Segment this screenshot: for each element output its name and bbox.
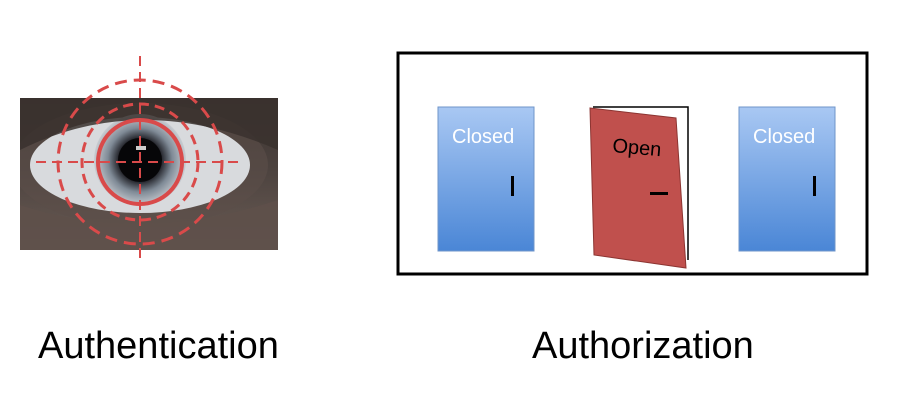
authentication-caption: Authentication bbox=[38, 325, 279, 367]
reticle bbox=[36, 56, 244, 262]
closed-door-left: Closed bbox=[437, 106, 535, 252]
open-door: Open bbox=[589, 106, 689, 269]
door-label-left: Closed bbox=[452, 126, 514, 148]
door-frame-open bbox=[593, 106, 689, 260]
door-label-right: Closed bbox=[753, 126, 815, 148]
authorization-caption: Authorization bbox=[532, 325, 754, 367]
door-label-open: Open bbox=[612, 135, 663, 161]
door-handle-left bbox=[511, 176, 514, 196]
open-door-panel bbox=[589, 107, 687, 269]
door-handle-open bbox=[650, 192, 668, 195]
closed-door-right: Closed bbox=[738, 106, 836, 252]
door-handle-right bbox=[813, 176, 816, 196]
eye-scan-icon bbox=[20, 56, 278, 262]
